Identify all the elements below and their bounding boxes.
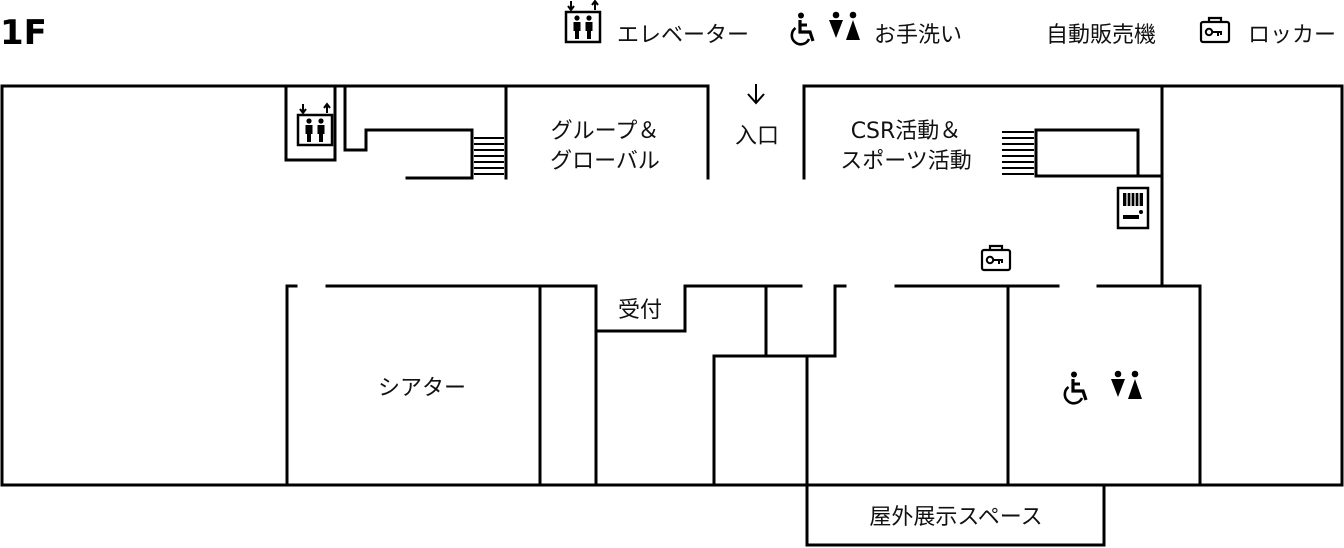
outer-wall-left — [0, 84, 809, 487]
stair-enclosure — [343, 84, 474, 180]
room-theater: シアター — [378, 376, 466, 401]
room-csr-line2: スポーツ活動 — [840, 149, 972, 174]
elevator-icon — [564, 0, 602, 44]
arrow-down-icon — [747, 84, 765, 105]
theater-wall-left — [285, 284, 298, 487]
elevator-room — [284, 84, 337, 162]
floor-label: 1F — [0, 13, 47, 53]
restroom-icon — [829, 11, 860, 40]
legend-elevator: エレベーター — [617, 23, 749, 48]
vending-machine-icon — [1116, 186, 1150, 230]
reception-booth — [594, 284, 803, 333]
wheelchair-icon — [1063, 369, 1088, 405]
service-corridor — [538, 284, 598, 487]
entrance-label: 入口 — [735, 124, 779, 149]
wheelchair-icon — [790, 10, 815, 46]
restroom-wall-right — [1096, 284, 1202, 487]
outdoor-exhibit-area — [805, 483, 1106, 547]
elevator-icon — [296, 102, 334, 147]
stairs-left — [474, 137, 504, 175]
room-group-global-line1: グループ＆ — [551, 119, 660, 144]
stairs-right — [1002, 131, 1034, 175]
stair-landing-right — [1034, 128, 1140, 178]
room-group-global-line2: グローバル — [550, 149, 660, 174]
room-reception: 受付 — [618, 298, 662, 323]
outer-wall-right — [802, 84, 1344, 487]
restroom-icon — [1111, 370, 1142, 399]
legend-locker: ロッカー — [1248, 23, 1336, 48]
back-office — [712, 284, 847, 487]
locker-icon — [1199, 16, 1231, 44]
room-outdoor-exhibit: 屋外展示スペース — [869, 505, 1042, 530]
locker-icon — [980, 244, 1012, 272]
room-csr-line1: CSR活動＆ — [851, 119, 962, 144]
legend-restroom: お手洗い — [874, 23, 962, 48]
legend-vending: 自動販売機 — [1046, 23, 1156, 48]
